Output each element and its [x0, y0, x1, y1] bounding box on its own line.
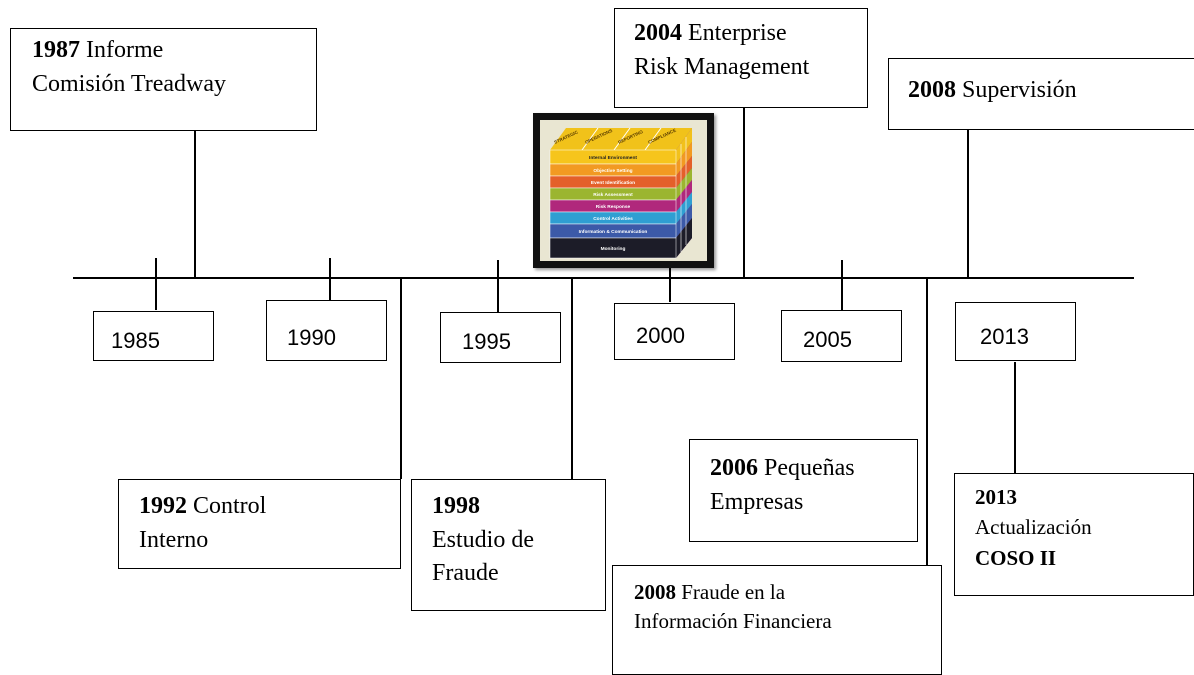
event-text: Fraude en la — [681, 580, 786, 604]
cube-layer-label: Information & Communication — [579, 229, 648, 235]
event-box-2008-fraude: 2008 Fraude en la Información Financiera — [612, 565, 942, 675]
connector-1992 — [400, 278, 402, 479]
event-text: Empresas — [710, 488, 804, 515]
year-box-2005: 2005 — [781, 310, 902, 362]
cube-layer-label: Monitoring — [601, 246, 626, 252]
year-label: 2005 — [803, 327, 852, 352]
event-text: Fraude — [432, 560, 499, 587]
timeline-axis — [73, 277, 1134, 279]
event-box-1998: 1998 Estudio de Fraude — [411, 479, 606, 611]
tick-2005 — [841, 260, 843, 310]
cube-layer-label: Risk Response — [596, 204, 631, 210]
year-box-1990: 1990 — [266, 300, 387, 361]
event-text: Comisión Treadway — [32, 70, 227, 97]
year-label: 1985 — [111, 328, 160, 353]
year-box-2013: 2013 — [955, 302, 1076, 361]
coso-erm-cube-image: STRATEGIC OPERATIONS REPORTING COMPLIANC… — [533, 113, 714, 268]
connector-1987 — [194, 131, 196, 278]
connector-2008-fraude — [926, 278, 928, 565]
tick-1995 — [497, 260, 499, 312]
year-label: 2000 — [636, 323, 685, 348]
connector-2004 — [743, 108, 745, 278]
event-text: Supervisión — [962, 77, 1077, 103]
cube-layer-label: Objective Setting — [593, 168, 632, 174]
event-year: 1987 — [32, 37, 80, 63]
tick-2000 — [669, 250, 671, 302]
cube-layer-label: Event Identification — [591, 180, 635, 186]
event-text: Risk Management — [634, 53, 810, 80]
year-box-1985: 1985 — [93, 311, 214, 361]
coso-cube-drawing: STRATEGIC OPERATIONS REPORTING COMPLIANC… — [549, 128, 692, 259]
event-year: 1998 — [432, 493, 480, 519]
tick-1990 — [329, 258, 331, 300]
event-box-2006: 2006 Pequeñas Empresas — [689, 439, 918, 542]
event-year: 2004 — [634, 20, 682, 46]
event-text: Estudio de — [432, 526, 534, 553]
cube-layer — [549, 237, 677, 259]
event-text-bold: COSO II — [975, 545, 1057, 570]
connector-2013 — [1014, 362, 1016, 473]
tick-1985 — [155, 258, 157, 310]
year-label: 1990 — [287, 325, 336, 350]
year-label: 2013 — [980, 324, 1029, 349]
event-text: Informe — [86, 37, 164, 63]
cube-side-face — [676, 128, 692, 258]
year-label: 1995 — [462, 329, 511, 354]
event-year: 2006 — [710, 455, 758, 481]
event-box-1987: 1987 Informe Comisión Treadway — [10, 28, 317, 131]
event-text: Información Financiera — [634, 609, 832, 634]
cube-layer-label: Control Activities — [593, 216, 633, 222]
cube-layer-label: Internal Environment — [589, 155, 637, 161]
event-year: 2013 — [975, 485, 1017, 509]
event-box-2004: 2004 Enterprise Risk Management — [614, 8, 868, 108]
cube-layer-label: Risk Assessment — [593, 192, 633, 198]
event-text: Actualización — [975, 515, 1092, 540]
event-text: Interno — [139, 526, 209, 553]
event-year: 1992 — [139, 493, 187, 519]
event-box-2013: 2013 Actualización COSO II — [954, 473, 1194, 596]
year-box-1995: 1995 — [440, 312, 561, 363]
event-year: 2008 — [908, 77, 956, 103]
connector-2008-supervision — [967, 130, 969, 278]
connector-1998 — [571, 278, 573, 479]
year-box-2000: 2000 — [614, 303, 735, 360]
event-text: Pequeñas — [764, 455, 855, 481]
event-box-2008-supervision: 2008 Supervisión — [888, 58, 1194, 130]
event-text: Control — [193, 493, 267, 519]
event-text: Enterprise — [688, 20, 787, 46]
event-year: 2008 — [634, 580, 676, 604]
event-box-1992: 1992 Control Interno — [118, 479, 401, 569]
